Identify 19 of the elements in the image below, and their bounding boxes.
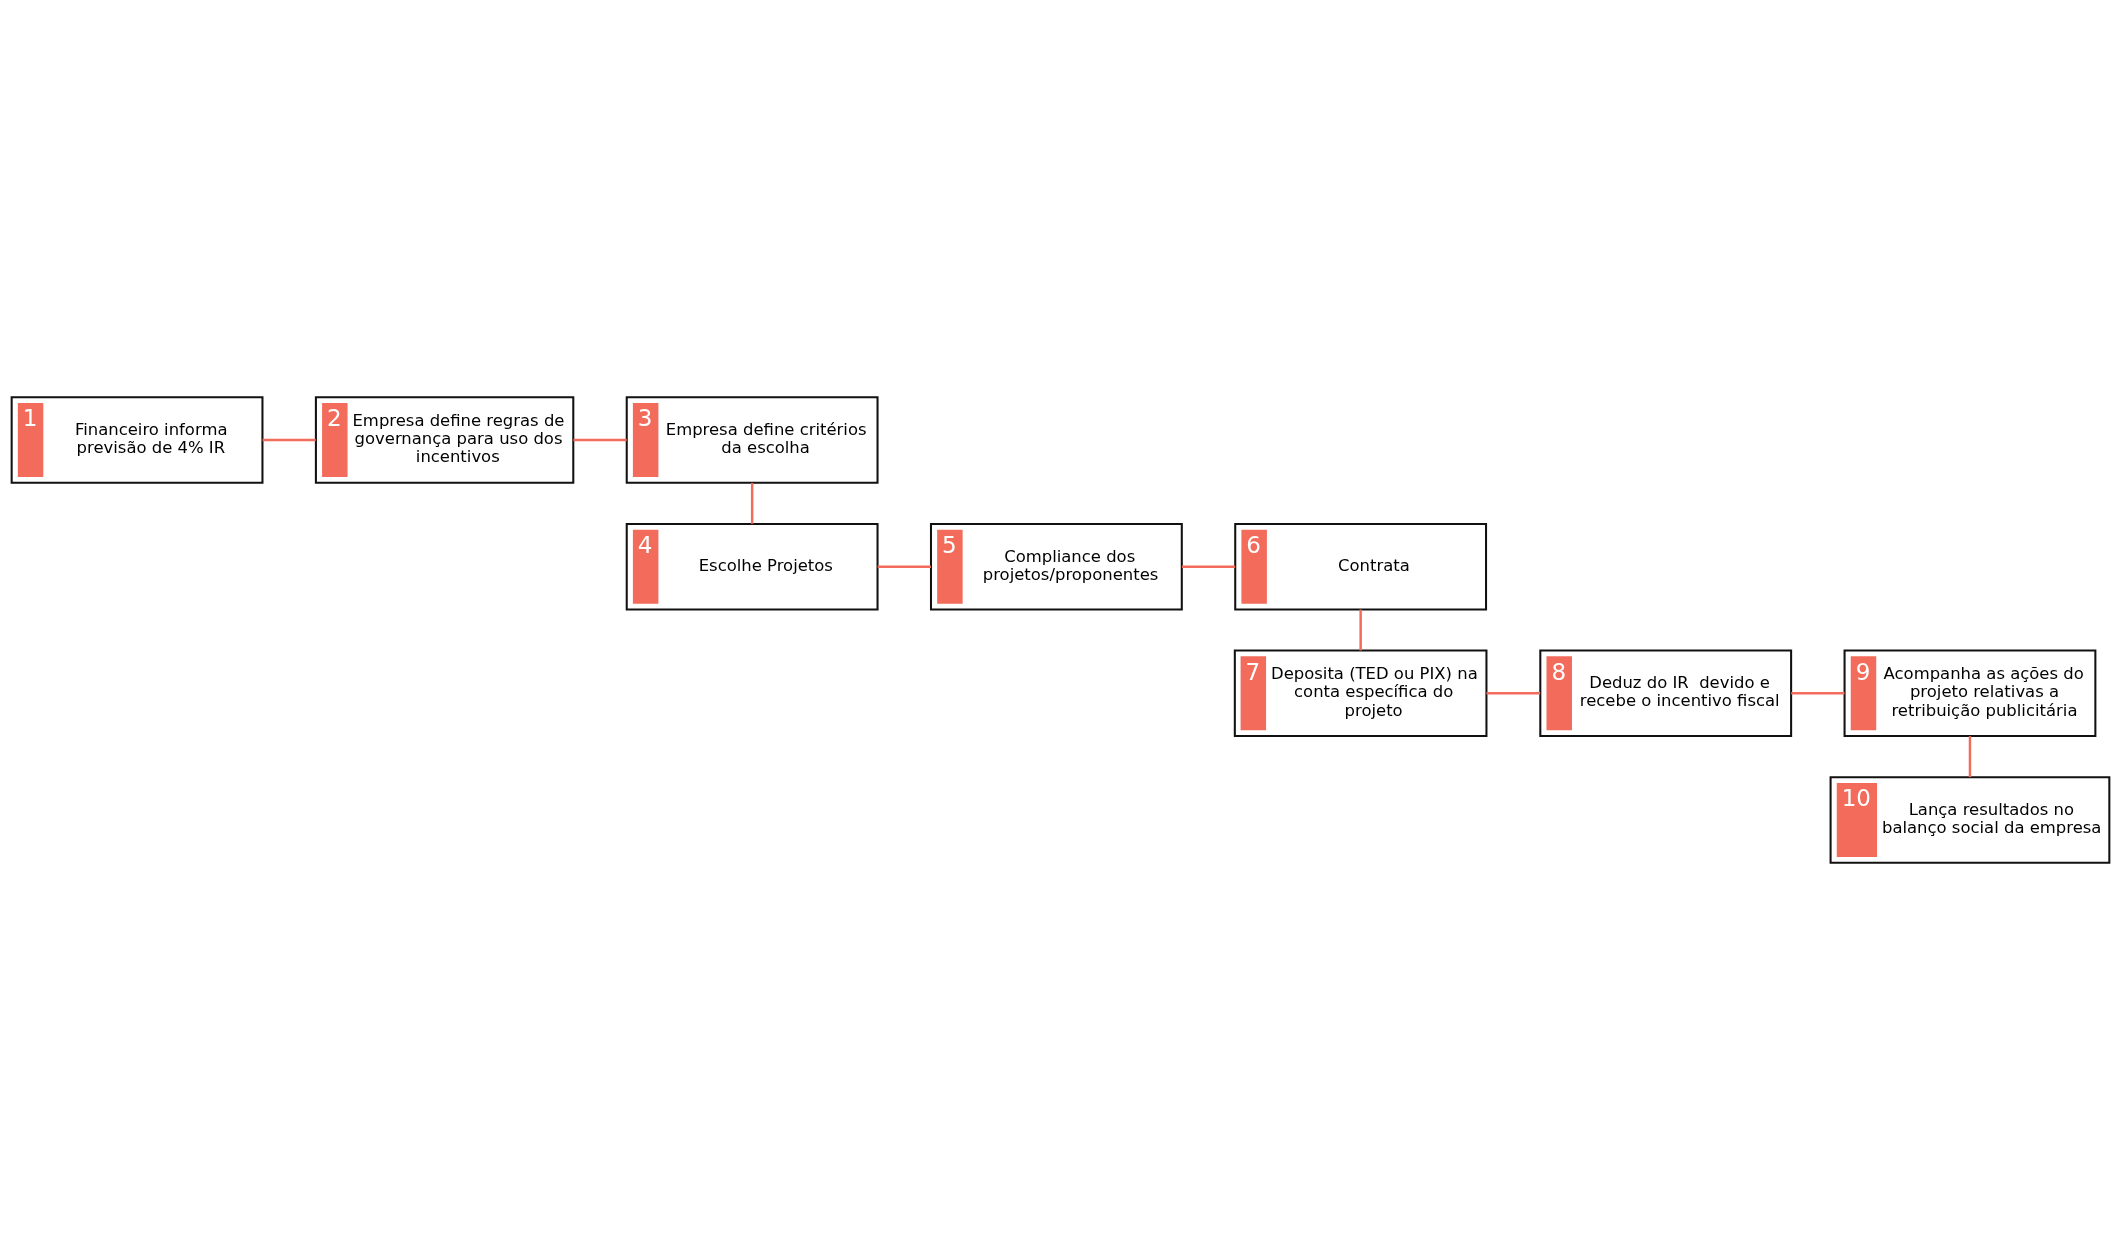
connector <box>573 438 627 442</box>
node-box: 1 Financeiro informa previsão de 4% IR <box>10 396 264 484</box>
node-box: 3 Empresa define critérios da escolha <box>625 396 879 484</box>
connector <box>1791 692 1845 695</box>
node-box: 8 Deduz do IR devido e recebe o incentivo fiscal <box>1539 649 1793 738</box>
connector <box>877 565 931 568</box>
node-box: 4 Escolhe Projetos <box>625 522 879 611</box>
node-box: 6 Contrata <box>1234 522 1488 611</box>
connector <box>1181 565 1236 568</box>
connector <box>1359 609 1362 651</box>
node-box: 9 Acompanha as ações do projeto relativas a retribuição publicitária <box>1843 649 2097 738</box>
node-box: 10 Lança resultados no balanço social da empresa <box>1829 776 2111 864</box>
connector <box>750 482 754 524</box>
connector <box>1968 736 1972 778</box>
connector <box>1486 692 1541 695</box>
node-box: 7 Deposita (TED ou PIX) na conta específica do projeto <box>1233 649 1488 738</box>
node-box: 2 Empresa define regras de governança para uso dos incentivos <box>314 396 575 484</box>
node-box: 5 Compliance dos projetos/proponentes <box>929 522 1183 611</box>
connector <box>262 438 316 442</box>
